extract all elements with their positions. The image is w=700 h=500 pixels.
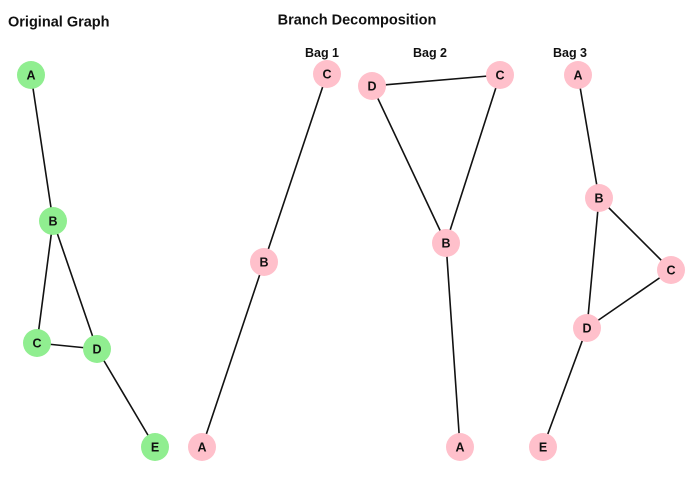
bag-2-edges (371, 74, 501, 448)
bag-3: Bag 3A B C D E (529, 46, 685, 461)
node-A[interactable]: A (188, 433, 216, 461)
edge-B-D (586, 197, 600, 329)
node-circle-C[interactable] (23, 329, 51, 357)
bag-1-title: Bag 1 (305, 46, 339, 60)
node-circle-B[interactable] (250, 248, 278, 276)
node-circle-B[interactable] (39, 207, 67, 235)
node-circle-D[interactable] (573, 314, 601, 342)
node-circle-B[interactable] (585, 184, 613, 212)
branch-decomposition-title: Branch Decomposition (278, 13, 437, 29)
edge-A-B (30, 74, 54, 222)
node-C[interactable]: C (23, 329, 51, 357)
node-B[interactable]: B (432, 229, 460, 257)
node-circle-E[interactable] (529, 433, 557, 461)
node-A[interactable]: A (446, 433, 474, 461)
node-circle-A[interactable] (564, 61, 592, 89)
node-C[interactable]: C (486, 61, 514, 89)
node-circle-D[interactable] (83, 335, 111, 363)
node-circle-A[interactable] (446, 433, 474, 461)
node-D[interactable]: D (573, 314, 601, 342)
original-graph-title: Original Graph (8, 15, 110, 31)
node-C[interactable]: C (657, 256, 685, 284)
edge-D-B (371, 85, 447, 244)
original-graph-edges (30, 74, 156, 448)
bag-1: Bag 1C B A (188, 46, 341, 461)
original-graph-nodes: A B C D E (17, 61, 169, 461)
edge-B-A (201, 261, 265, 448)
bag-2-nodes: D C B A (358, 61, 514, 461)
node-circle-D[interactable] (358, 72, 386, 100)
bag-1-nodes: C B A (188, 60, 341, 461)
edge-D-E (542, 327, 588, 448)
node-A[interactable]: A (564, 61, 592, 89)
node-B[interactable]: B (250, 248, 278, 276)
node-E[interactable]: E (529, 433, 557, 461)
original-graph: A B C D E (17, 61, 169, 461)
bag-3-title: Bag 3 (553, 46, 587, 60)
bag-1-edges (201, 73, 328, 448)
node-B[interactable]: B (585, 184, 613, 212)
edge-C-B (445, 74, 501, 244)
edge-D-E (96, 348, 156, 448)
edge-D-C (371, 74, 501, 87)
edge-B-A (445, 242, 461, 448)
edge-B-C (598, 197, 672, 271)
node-D[interactable]: D (83, 335, 111, 363)
node-circle-B[interactable] (432, 229, 460, 257)
node-circle-A[interactable] (17, 61, 45, 89)
edge-B-D (52, 220, 98, 350)
edge-A-B (577, 74, 600, 199)
node-circle-C[interactable] (313, 60, 341, 88)
bag-3-nodes: A B C D E (529, 61, 685, 461)
bag-2-title: Bag 2 (413, 46, 447, 60)
edge-C-B (263, 73, 328, 263)
node-E[interactable]: E (141, 433, 169, 461)
node-circle-E[interactable] (141, 433, 169, 461)
headings-group: Original Graph Branch Decomposition (8, 13, 436, 31)
edge-B-C (36, 220, 54, 344)
bag-2: Bag 2 D C B A (358, 46, 514, 461)
edge-C-D (586, 269, 672, 329)
node-D[interactable]: D (358, 72, 386, 100)
node-circle-C[interactable] (657, 256, 685, 284)
node-A[interactable]: A (17, 61, 45, 89)
node-B[interactable]: B (39, 207, 67, 235)
node-C[interactable]: C (313, 60, 341, 88)
node-circle-A[interactable] (188, 433, 216, 461)
bag-3-edges (542, 74, 672, 448)
node-circle-C[interactable] (486, 61, 514, 89)
